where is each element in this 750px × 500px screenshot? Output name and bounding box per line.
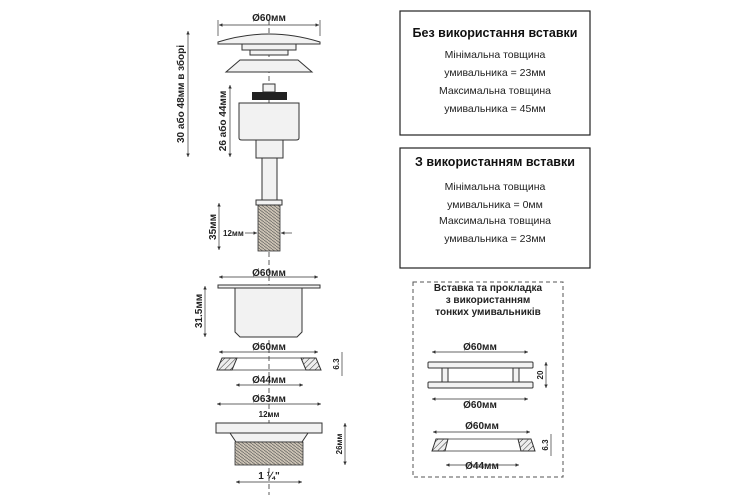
box-line: умивальника = 23мм (444, 67, 546, 79)
insert-title-line: з використанням (446, 295, 531, 306)
insert-spacer (427, 361, 534, 389)
insert-gasket-outer-label: Ø60мм (465, 421, 499, 432)
rod-thread-label: 12мм (223, 229, 244, 238)
gasket-thickness-label: 6.3 (332, 358, 341, 370)
strainer-diameter-label: Ø60мм (252, 268, 286, 279)
pop-up-cap (217, 20, 321, 73)
strainer-height-label: 31.5мм (194, 294, 205, 328)
insert-gasket-thickness-label: 6.3 (541, 439, 550, 451)
nut-height-label: 26мм (335, 434, 344, 455)
box-line: Мінімальна товщина (445, 181, 546, 193)
box-line: Мінімальна товщина (445, 49, 546, 61)
thin-gasket (431, 438, 536, 452)
insert-height-label: 20 (536, 370, 545, 379)
assembled-height-label: 30 або 48мм в зборі (175, 45, 187, 143)
mechanism-height-label: 26 або 44мм (217, 91, 229, 151)
nut-thread-label: 1 ¼" (258, 471, 280, 482)
box-line: умивальника = 23мм (444, 233, 546, 245)
gasket-inner-label: Ø44мм (252, 375, 286, 386)
insert-gasket-inner-label: Ø44мм (465, 461, 499, 472)
box-line: Максимальна товщина (439, 215, 551, 227)
cap-diameter-label: Ø60мм (252, 13, 286, 24)
strainer-body (217, 284, 321, 338)
box-line: Максимальна товщина (439, 85, 551, 97)
insert-bottom-label: Ø60мм (463, 400, 497, 411)
insert-top-label: Ø60мм (463, 342, 497, 353)
gasket-outer-label: Ø60мм (252, 342, 286, 353)
pop-up-mechanism (238, 83, 300, 252)
box-title: Без використання вставки (413, 26, 578, 40)
nut-hole-label: 12мм (259, 410, 280, 419)
box-title: З використанням вставки (415, 155, 575, 169)
insert-box: Вставка та прокладка з використанням тон… (412, 281, 564, 478)
box-line: умивальника = 45мм (444, 103, 546, 115)
lock-nut (215, 422, 323, 466)
box-line: умивальника = 0мм (447, 199, 543, 211)
box-without-insert: Без використання вставки Мінімальна товщ… (399, 10, 591, 136)
gasket (216, 357, 322, 371)
insert-title-line: тонких умивальників (435, 307, 541, 318)
insert-title-line: Вставка та прокладка (434, 283, 543, 294)
box-with-insert: З використанням вставки Мінімальна товщи… (399, 147, 591, 269)
nut-diameter-label: Ø63мм (252, 394, 286, 405)
thread-length-label: 35мм (208, 214, 219, 240)
